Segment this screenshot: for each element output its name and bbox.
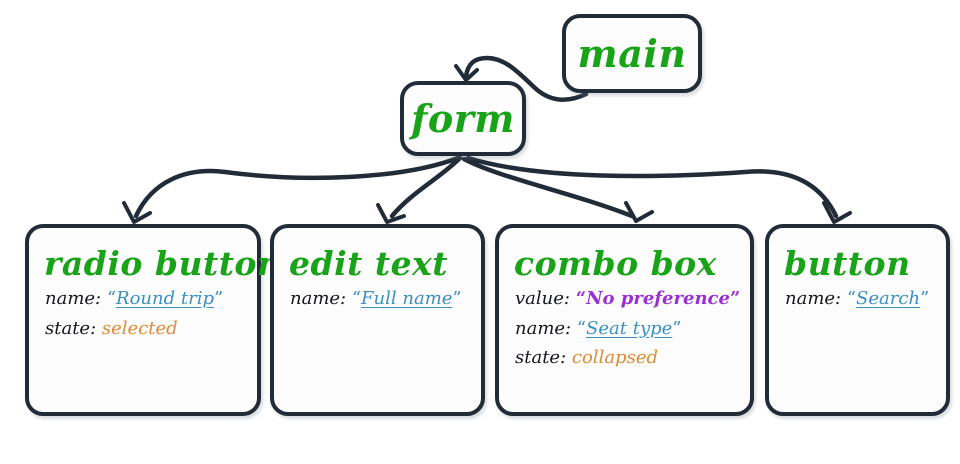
node-radio-button-role: radio button bbox=[44, 244, 282, 283]
node-button[interactable]: button name: “Search” bbox=[765, 224, 950, 416]
quote-open: “ bbox=[351, 288, 362, 309]
property-name-key: name: bbox=[785, 288, 842, 309]
quote-close: ” bbox=[213, 288, 224, 309]
node-main-role: main bbox=[577, 31, 687, 76]
property-state-value: selected bbox=[101, 317, 178, 339]
edge-form-to-combo-box bbox=[461, 156, 635, 219]
node-form-role: form bbox=[411, 96, 515, 141]
quote-open: “ bbox=[106, 288, 117, 309]
property-name: name: “Round trip” bbox=[45, 288, 243, 310]
property-state: state: collapsed bbox=[515, 348, 736, 369]
property-state-key: state: bbox=[515, 347, 567, 369]
node-edit-text-role: edit text bbox=[289, 244, 448, 283]
quote-open: “ bbox=[575, 288, 587, 309]
edge-form-to-radio-button bbox=[133, 155, 461, 219]
edge-form-to-button bbox=[465, 155, 839, 219]
edge-form-to-edit-text bbox=[389, 155, 463, 219]
quote-close: ” bbox=[729, 288, 741, 309]
quote-open: “ bbox=[846, 288, 857, 309]
property-state: state: selected bbox=[45, 317, 243, 340]
property-state-key: state: bbox=[45, 317, 97, 339]
property-name: name: “Full name” bbox=[290, 288, 467, 310]
property-value-value: “No preference” bbox=[575, 288, 741, 309]
arrowhead-form bbox=[454, 64, 479, 82]
property-value: value: “No preference” bbox=[515, 288, 740, 310]
node-combo-box-role: combo box bbox=[514, 244, 717, 283]
property-name-key: name: bbox=[290, 288, 347, 309]
property-name: name: “Search” bbox=[785, 288, 932, 310]
quote-open: “ bbox=[576, 317, 587, 339]
quote-close: ” bbox=[920, 288, 930, 309]
arrowhead-radio-button bbox=[122, 201, 152, 224]
property-name-value: “Round trip” bbox=[106, 288, 224, 309]
node-combo-box[interactable]: combo box value: “No preference” name: “… bbox=[495, 224, 754, 416]
property-value-key: value: bbox=[515, 288, 570, 309]
arrowhead-button bbox=[822, 201, 852, 224]
quote-close: ” bbox=[672, 317, 682, 339]
property-name-value: “Search” bbox=[846, 288, 930, 309]
property-name-value: “Full name” bbox=[351, 288, 462, 309]
arrowhead-combo-box bbox=[624, 201, 654, 223]
property-name-key: name: bbox=[515, 317, 572, 339]
property-name-key: name: bbox=[45, 288, 102, 309]
node-radio-button[interactable]: radio button name: “Round trip” state: s… bbox=[25, 224, 282, 416]
property-name: name: “Seat type” bbox=[515, 317, 736, 340]
node-main[interactable]: main bbox=[562, 14, 702, 93]
arrowhead-edit-text bbox=[376, 203, 406, 224]
property-name-value: “Seat type” bbox=[576, 317, 682, 339]
node-form[interactable]: form bbox=[400, 81, 526, 156]
quote-close: ” bbox=[452, 288, 462, 309]
property-state-value: collapsed bbox=[571, 347, 658, 369]
node-edit-text[interactable]: edit text name: “Full name” bbox=[270, 224, 485, 416]
node-button-role: button bbox=[784, 244, 911, 283]
